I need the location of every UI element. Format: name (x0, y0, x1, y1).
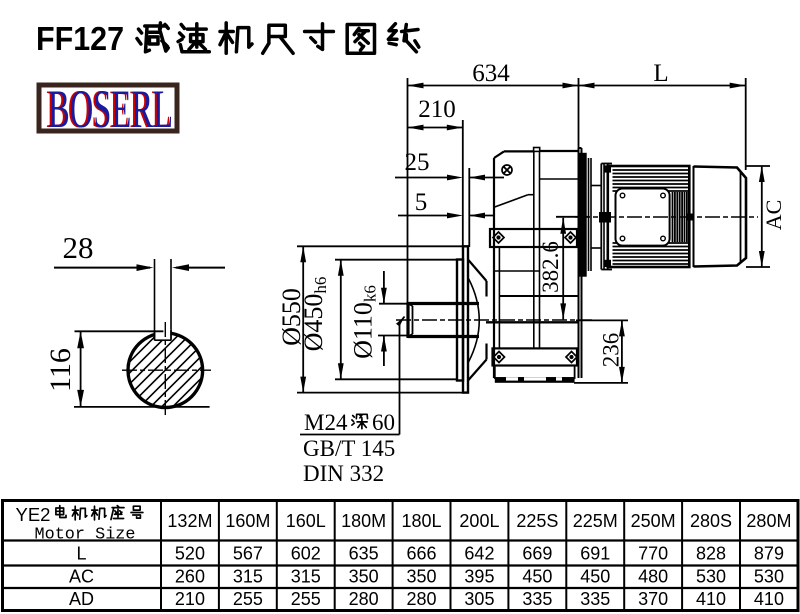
svg-text:450: 450 (522, 567, 552, 587)
svg-text:530: 530 (696, 567, 726, 587)
svg-text:530: 530 (754, 567, 784, 587)
svg-text:335: 335 (580, 589, 610, 609)
svg-text:642: 642 (464, 544, 494, 564)
svg-text:315: 315 (291, 567, 321, 587)
svg-text:M24: M24 (304, 410, 348, 435)
svg-text:370: 370 (638, 589, 668, 609)
svg-text:180M: 180M (341, 511, 386, 531)
svg-text:350: 350 (407, 567, 437, 587)
svg-text:25: 25 (405, 149, 430, 176)
svg-text:305: 305 (464, 589, 494, 609)
svg-text:DIN 332: DIN 332 (303, 461, 384, 486)
svg-text:Ø550: Ø550 (277, 288, 306, 346)
svg-text:669: 669 (522, 544, 552, 564)
svg-text:602: 602 (291, 544, 321, 564)
svg-text:L: L (76, 544, 86, 564)
svg-text:635: 635 (349, 544, 379, 564)
svg-text:Motor Size: Motor Size (35, 525, 136, 544)
svg-text:280: 280 (349, 589, 379, 609)
svg-text:236: 236 (599, 333, 624, 368)
svg-text:160L: 160L (286, 511, 326, 531)
svg-text:315: 315 (233, 567, 263, 587)
svg-text:255: 255 (291, 589, 321, 609)
svg-text:AD: AD (69, 589, 94, 609)
svg-text:280: 280 (407, 589, 437, 609)
svg-text:116: 116 (44, 348, 77, 392)
svg-text:YE2: YE2 (16, 504, 51, 525)
svg-text:225S: 225S (516, 511, 558, 531)
svg-text:260: 260 (175, 567, 205, 587)
svg-text:879: 879 (754, 544, 784, 564)
svg-text:250M: 250M (631, 511, 676, 531)
svg-text:AC: AC (69, 567, 94, 587)
svg-text:480: 480 (638, 567, 668, 587)
svg-text:210: 210 (175, 589, 205, 609)
svg-text:280S: 280S (690, 511, 732, 531)
svg-text:132M: 132M (167, 511, 212, 531)
svg-text:335: 335 (522, 589, 552, 609)
svg-text:828: 828 (696, 544, 726, 564)
svg-text:AC: AC (761, 200, 786, 231)
svg-text:200L: 200L (459, 511, 499, 531)
svg-text:255: 255 (233, 589, 263, 609)
svg-text:210: 210 (418, 96, 456, 123)
svg-text:410: 410 (696, 589, 726, 609)
svg-text:666: 666 (407, 544, 437, 564)
svg-text:FF127: FF127 (36, 20, 124, 57)
svg-text:225M: 225M (573, 511, 618, 531)
svg-text:280M: 280M (746, 511, 791, 531)
svg-text:160M: 160M (225, 511, 270, 531)
svg-text:GB/T 145: GB/T 145 (303, 436, 395, 461)
svg-text:BOSERL: BOSERL (46, 79, 171, 139)
svg-text:634: 634 (472, 60, 510, 87)
svg-text:450: 450 (580, 567, 610, 587)
svg-text:5: 5 (415, 189, 428, 216)
svg-text:BOSERL: BOSERL (48, 79, 173, 139)
svg-text:770: 770 (638, 544, 668, 564)
svg-text:382.6: 382.6 (538, 241, 563, 293)
svg-text:60: 60 (372, 410, 395, 435)
svg-text:350: 350 (349, 567, 379, 587)
svg-text:520: 520 (175, 544, 205, 564)
svg-text:180L: 180L (402, 511, 442, 531)
svg-text:395: 395 (464, 567, 494, 587)
svg-text:410: 410 (754, 589, 784, 609)
svg-text:28: 28 (63, 230, 94, 265)
svg-text:L: L (653, 60, 668, 87)
svg-text:691: 691 (580, 544, 610, 564)
svg-text:567: 567 (233, 544, 263, 564)
